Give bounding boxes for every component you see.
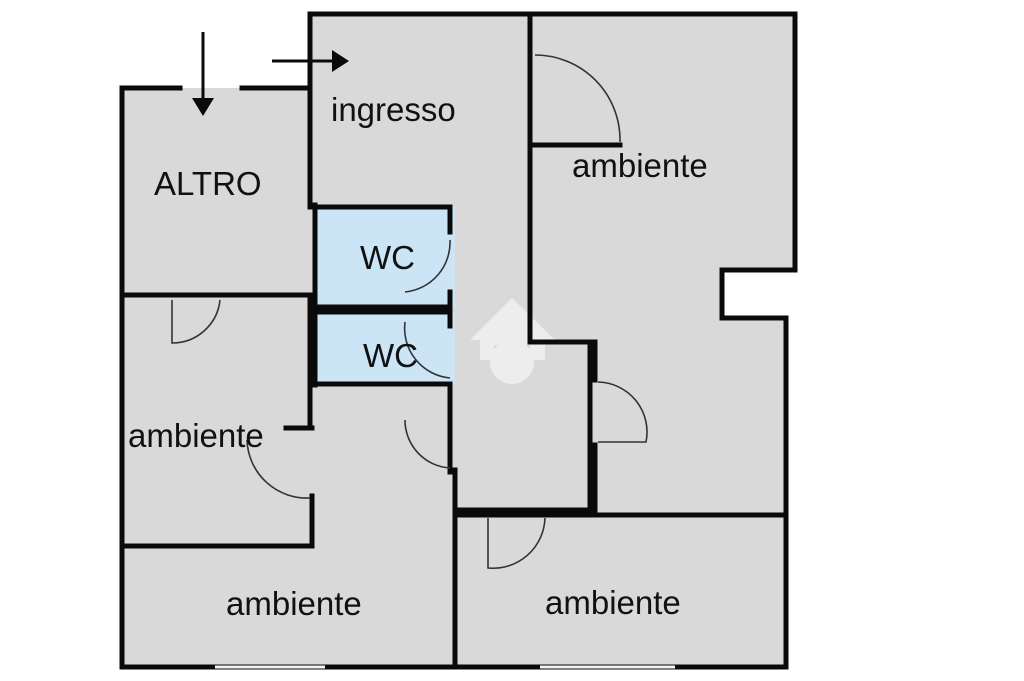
wc-upper-floor <box>315 207 455 307</box>
doors <box>171 54 648 570</box>
door-bottom-right <box>487 517 546 570</box>
room-label-altro: ALTRO <box>154 165 262 202</box>
room-label-ingresso: ingresso <box>331 91 456 128</box>
room-label-wc-lower: WC <box>363 337 418 374</box>
door-left-room <box>171 299 221 344</box>
floor-areas <box>122 14 795 667</box>
outer-wall <box>119 11 798 670</box>
room-label-wc-upper: WC <box>360 239 415 276</box>
door-wc-upper <box>404 239 451 293</box>
hall-divider <box>447 397 458 670</box>
walls <box>119 11 798 670</box>
door-wc-lower <box>403 321 451 379</box>
door-right-room <box>597 381 648 443</box>
room-label-ambiente-bottom-right: ambiente <box>545 584 681 621</box>
door-left-room-bottom <box>246 439 311 499</box>
altro-top-wall <box>239 85 313 210</box>
arrow-right-icon <box>272 50 349 72</box>
door-closet <box>534 54 621 143</box>
floor-main <box>122 14 795 667</box>
room-label-ambiente-bottom-left: ambiente <box>226 585 362 622</box>
room-label-ambiente-top-right: ambiente <box>572 147 708 184</box>
altro-bottom-wall <box>119 292 313 428</box>
central-wall <box>452 11 593 513</box>
arrow-down-icon <box>192 32 214 116</box>
door-hall <box>404 419 451 469</box>
room-label-ambiente-left: ambiente <box>128 417 264 454</box>
